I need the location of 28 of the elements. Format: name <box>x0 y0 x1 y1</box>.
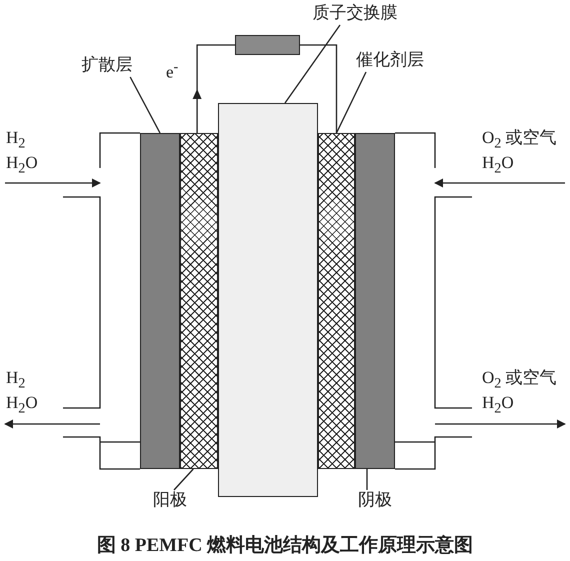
flow-label: H$_{2}$O <box>6 153 38 178</box>
diffusion-layer <box>355 133 395 469</box>
flow-label: H$_{2}$O <box>482 153 514 178</box>
part-label: 阴极 <box>355 490 395 512</box>
flow-label: H$_{2}$ <box>6 368 26 394</box>
leader-line <box>284 24 341 104</box>
flow-label: O$_{2}$ 或空气 <box>482 128 557 154</box>
diffusion-layer <box>140 133 180 469</box>
part-label: 催化剂层 <box>350 50 430 72</box>
flow-label: H$_{2}$ <box>6 128 26 154</box>
electron-label: e$^{-}$ <box>166 58 178 83</box>
flow-label: O$_{2}$ 或空气 <box>482 368 557 394</box>
part-label: 扩散层 <box>78 55 136 77</box>
leader-line <box>336 72 367 134</box>
resistor-symbol <box>235 35 300 55</box>
membrane <box>218 103 318 497</box>
flow-label: H$_{2}$O <box>482 393 514 418</box>
leader-line <box>174 468 194 490</box>
wire <box>300 44 338 133</box>
wire <box>192 44 235 133</box>
leader-line <box>130 76 161 134</box>
catalyst-layer <box>318 133 355 469</box>
flow-label: H$_{2}$O <box>6 393 38 418</box>
caption: 图 8 PEMFC 燃料电池结构及工作原理示意图 <box>96 534 474 558</box>
catalyst-layer <box>180 133 218 469</box>
leader-line <box>366 469 368 490</box>
part-label: 阳极 <box>150 490 190 512</box>
part-label: 质子交换膜 <box>305 3 405 25</box>
